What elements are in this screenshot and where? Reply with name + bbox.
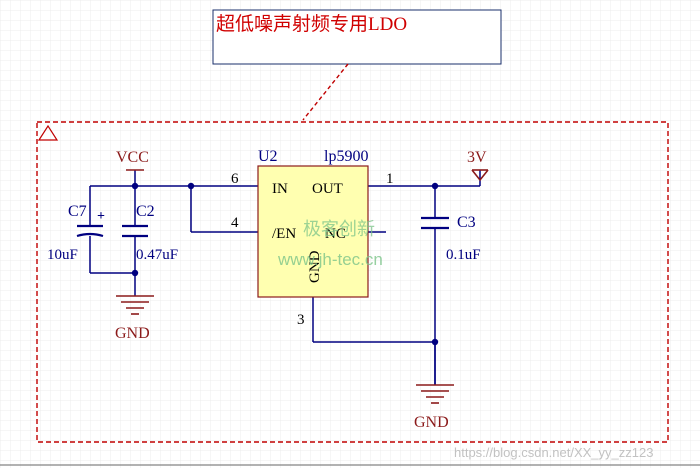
region-border xyxy=(36,121,669,443)
gnd-symbol-right: GND xyxy=(414,342,454,431)
title-text: 超低噪声射频专用LDO xyxy=(216,13,407,35)
pin-nc-label: NC xyxy=(325,226,346,242)
capacitor-c2: C2 0.47uF xyxy=(122,203,178,263)
pin-out-label: OUT xyxy=(312,181,343,197)
junction-dot xyxy=(431,182,439,190)
c7-value: 10uF xyxy=(47,247,78,263)
pin-number-gnd: 3 xyxy=(297,312,305,328)
pin-gnd-label: GND xyxy=(307,250,323,283)
watermark-brand: 极客创新 xyxy=(303,219,375,239)
c3-ref: C3 xyxy=(457,214,476,231)
pin-in-label: IN xyxy=(272,181,288,197)
ic-part: lp5900 xyxy=(324,148,368,165)
c2-value: 0.47uF xyxy=(136,247,178,263)
c7-ref: C7 xyxy=(68,203,87,220)
region-marker-triangle xyxy=(37,124,59,141)
pin-number-out: 1 xyxy=(386,171,394,187)
c7-polarity-mark: + xyxy=(97,209,105,224)
junction-dot xyxy=(131,269,139,277)
pin-en-label: /EN xyxy=(272,226,296,242)
c7-plate-bottom xyxy=(76,232,104,238)
capacitor-c3: C3 0.1uF xyxy=(421,214,481,263)
pin-number-in: 6 xyxy=(231,171,239,187)
3v-arrow xyxy=(471,169,489,182)
3v-label: 3V xyxy=(467,149,487,166)
gnd-label-left: GND xyxy=(115,325,150,342)
vcc-power-port: VCC xyxy=(116,149,149,171)
ic-ref: U2 xyxy=(258,148,278,165)
vcc-label: VCC xyxy=(116,149,149,166)
ic-body xyxy=(257,165,369,298)
capacitor-c7: + C7 10uF xyxy=(47,203,105,263)
gnd-symbol-left: GND xyxy=(115,295,154,342)
title-leader-line xyxy=(302,63,349,121)
junction-dot xyxy=(131,182,139,190)
title-box xyxy=(212,9,502,65)
title-block: 超低噪声射频专用LDO xyxy=(212,9,502,65)
footer-watermark: https://blog.csdn.net/XX_yy_zz123 xyxy=(454,445,653,460)
junction-dot xyxy=(187,182,195,190)
watermark-url: www.jh-tec.cn xyxy=(277,250,383,269)
gnd-label-right: GND xyxy=(414,414,449,431)
c2-ref: C2 xyxy=(136,203,155,220)
wires xyxy=(89,170,481,385)
pin-number-en: 4 xyxy=(231,215,239,231)
ic-u2: U2 lp5900 IN OUT /EN NC GND 6 1 4 3 xyxy=(231,148,394,328)
3v-power-port: 3V xyxy=(467,149,489,182)
c3-value: 0.1uF xyxy=(446,247,481,263)
